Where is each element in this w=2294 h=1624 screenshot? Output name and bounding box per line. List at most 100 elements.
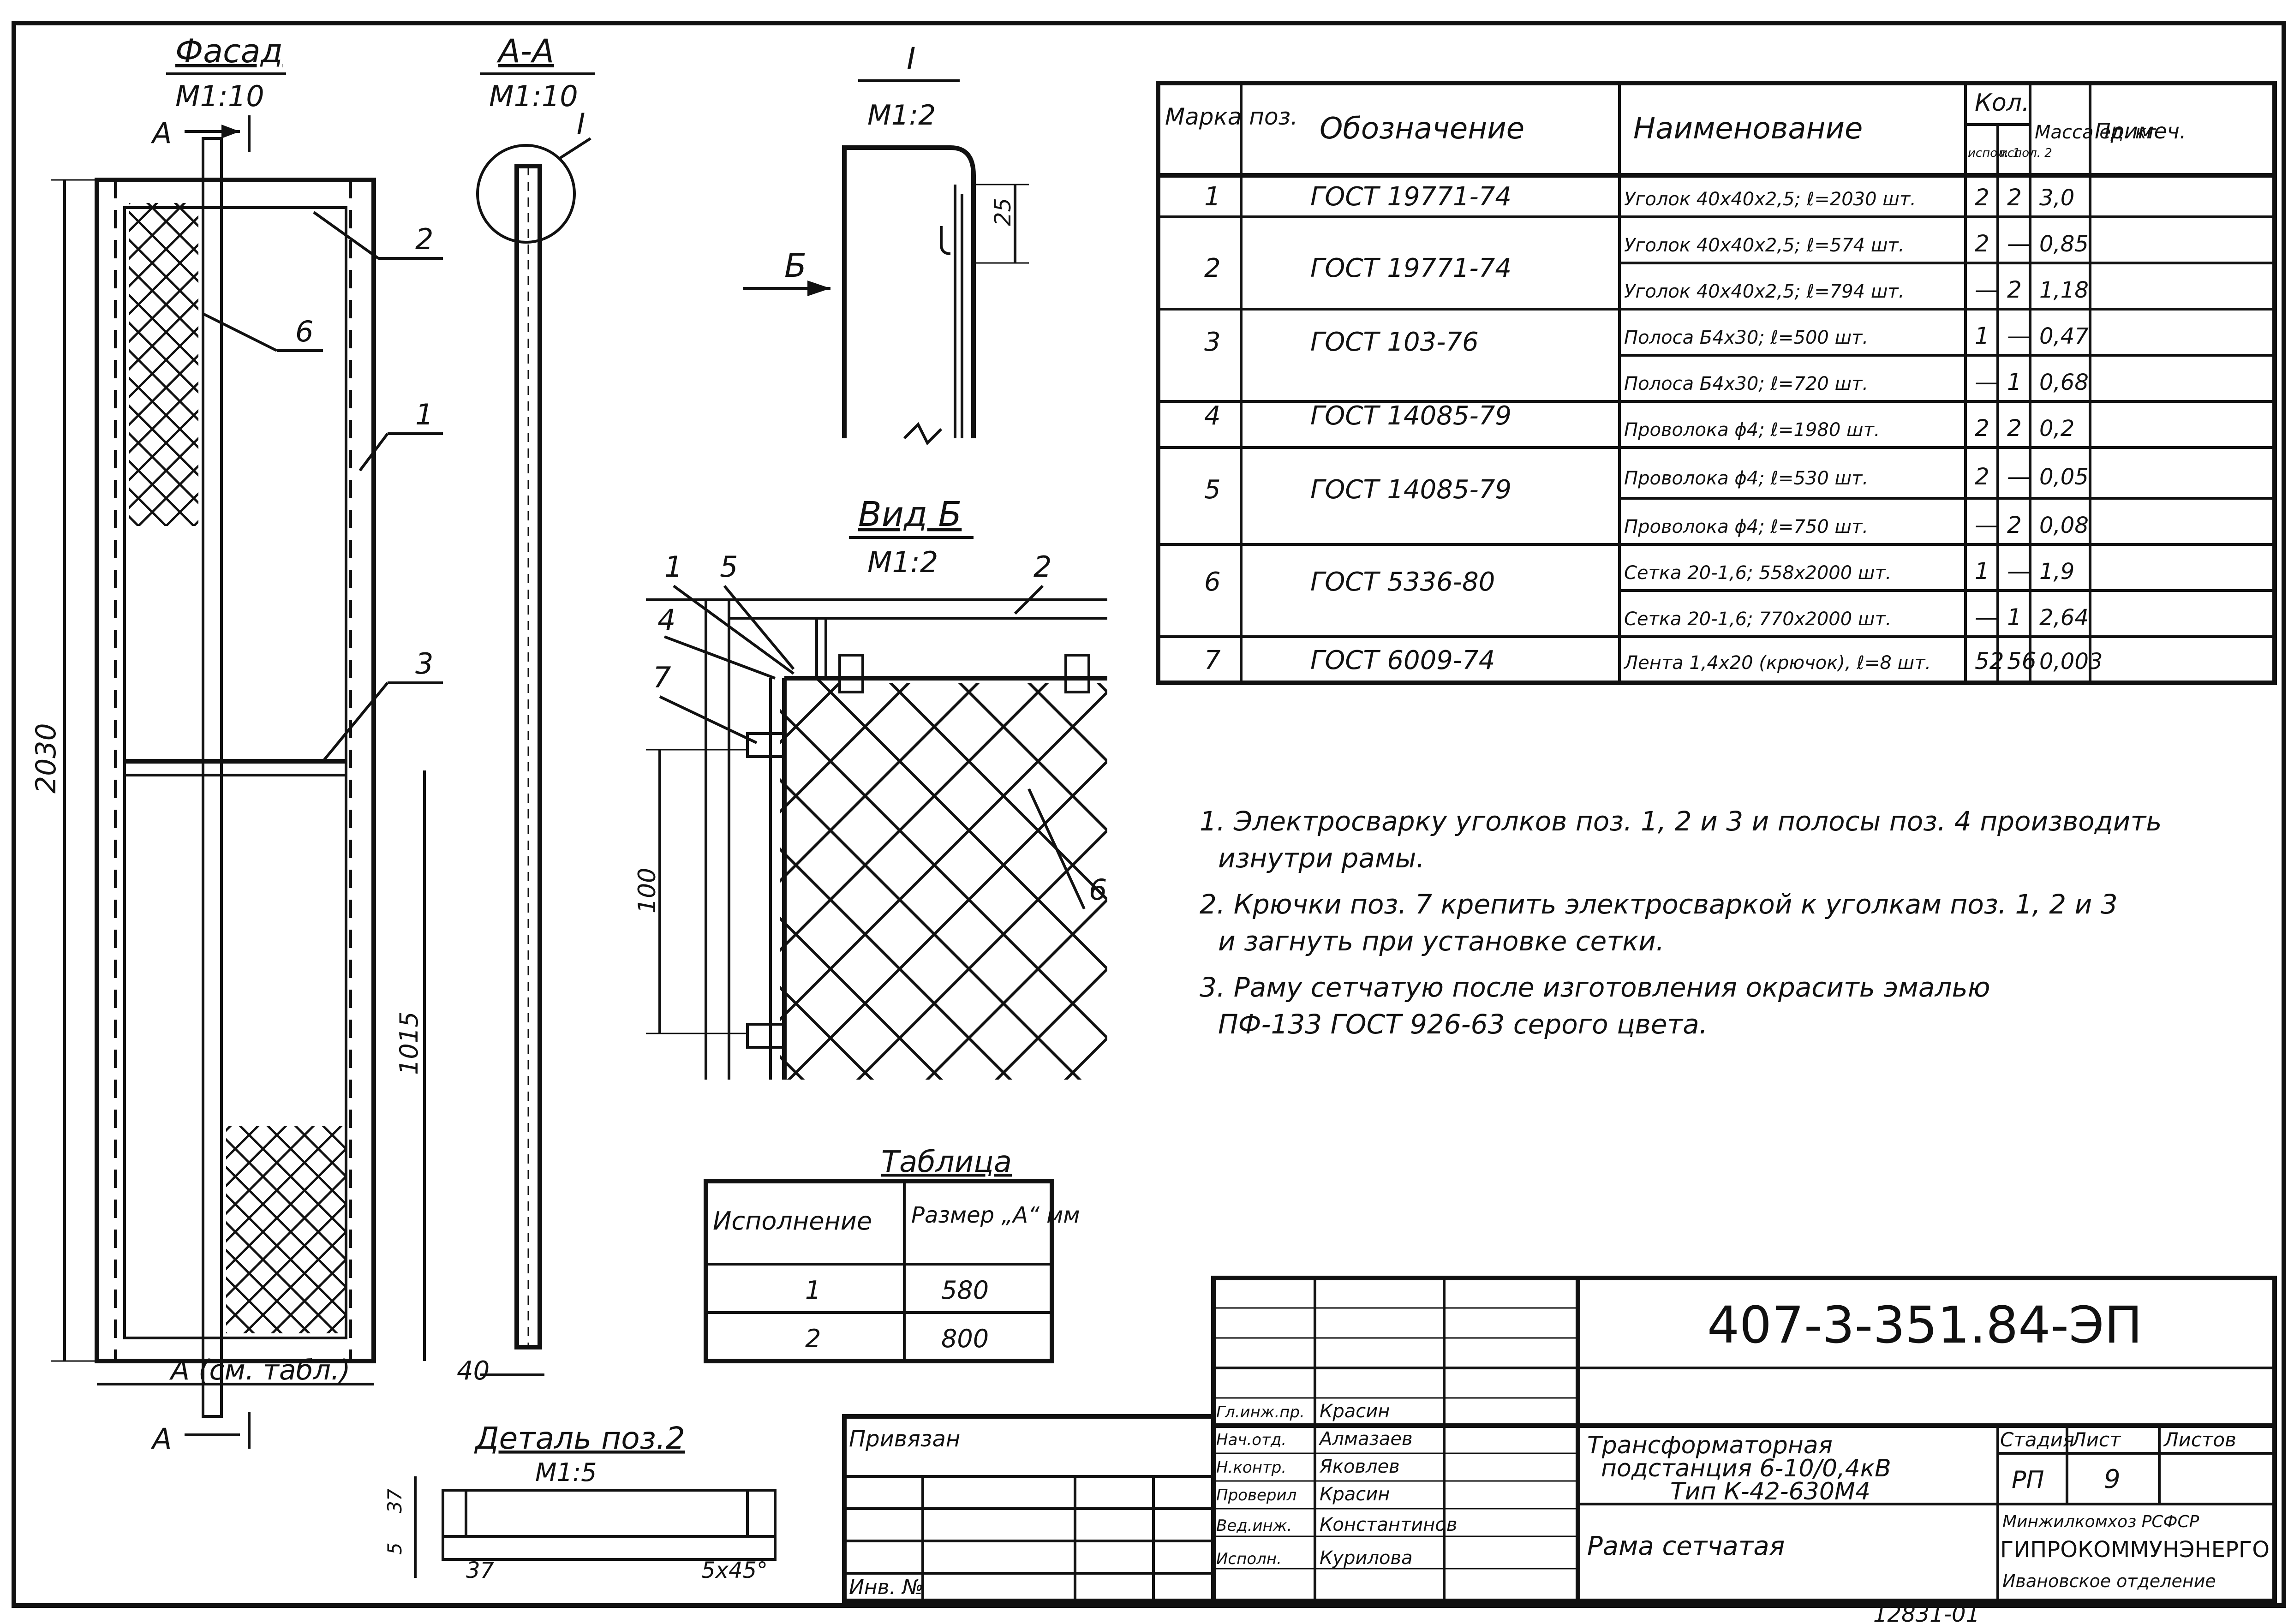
note-line: 2. Крючки поз. 7 крепить электросваркой …	[1200, 889, 2118, 920]
tb-name: Красин	[1320, 1484, 1390, 1505]
tb-bound: Привязан	[849, 1426, 960, 1452]
facade-mesh-bottom	[226, 1126, 346, 1333]
facade-scale: М1:10	[175, 79, 264, 113]
view-b-scale: М1:2	[867, 545, 938, 579]
tb-sheet-name: Рама сетчатая	[1587, 1531, 1785, 1561]
tb-role: Н.контр.	[1216, 1458, 1286, 1477]
tb-stage: РП	[2012, 1466, 2044, 1494]
note-line: 3. Раму сетчатую после изготовления окра…	[1200, 972, 1990, 1003]
section-aa-callout: I	[577, 107, 585, 141]
facade-section-mark-top: А	[150, 116, 172, 150]
facade-dim-width: А (см. табл.)	[169, 1354, 350, 1386]
facade-dim-height: 2030	[30, 723, 62, 794]
note-line: изнутри рамы.	[1218, 842, 1425, 874]
facade-frame	[95, 178, 376, 1363]
tb-name: Курилова	[1320, 1547, 1413, 1569]
spec-row-mass: 0,05	[2039, 464, 2089, 490]
view-b-pos6: 6	[1089, 873, 1107, 907]
spec-row-qty2: 1	[2007, 369, 2022, 395]
spec-row-qty1: —	[1975, 604, 1998, 631]
note-line: ПФ-133 ГОСТ 926-63 серого цвета.	[1218, 1009, 1708, 1040]
spec-row-mass: 0,47	[2039, 323, 2089, 349]
detail-pos2-dim-d: 5x45°	[701, 1558, 768, 1583]
spec-row-name: Уголок 40x40x2,5; ℓ=2030 шт.	[1624, 189, 1916, 210]
section-aa-view: А-А М1:10 I 40	[457, 32, 595, 1386]
spec-row-qty2: 2	[2007, 415, 2022, 442]
spec-header-qty2: испол. 2	[2000, 146, 2052, 160]
tb-name: Красин	[1320, 1401, 1390, 1422]
spec-row-qty1: —	[1975, 369, 1998, 395]
tb-stage-label: Стадия	[2000, 1428, 2074, 1451]
tb-role: Исполн.	[1216, 1550, 1282, 1568]
tb-project-3: Тип К-42-630М4	[1670, 1478, 1870, 1505]
spec-row-mark: 5	[1204, 475, 1221, 505]
tb-bottom-number: 12831-01	[1873, 1601, 1980, 1624]
spec-row-qty1: 2	[1975, 463, 1989, 490]
spec-row-designation: ГОСТ 14085-79	[1310, 401, 1511, 431]
spec-row-mass: 1,18	[2039, 277, 2089, 303]
size-table-title: Таблица	[881, 1145, 1012, 1179]
spec-row-designation: ГОСТ 103-76	[1310, 327, 1479, 357]
sheet-frame	[12, 21, 2286, 1608]
tb-project-2: подстанция 6-10/0,4кВ	[1601, 1455, 1891, 1482]
tb-name: Константинов	[1320, 1514, 1457, 1535]
view-b-pos2: 2	[1033, 550, 1051, 584]
spec-row-name: Проволока ϕ4; ℓ=750 шт.	[1624, 516, 1868, 537]
detail-i-dim: 25	[990, 198, 1016, 226]
facade-dim-mid: 1015	[394, 1012, 424, 1075]
facade-pos3: 3	[415, 647, 433, 681]
spec-row-name: Проволока ϕ4; ℓ=1980 шт.	[1624, 419, 1880, 441]
size-row2-size: 800	[941, 1324, 989, 1353]
spec-row-mass: 0,68	[2039, 370, 2089, 395]
view-b-pos4: 4	[657, 603, 675, 637]
spec-row-mass: 0,2	[2039, 416, 2074, 442]
spec-row-designation: ГОСТ 19771-74	[1310, 253, 1511, 283]
section-aa-scale: М1:10	[489, 79, 578, 113]
size-header-size: Размер „А“ мм	[911, 1202, 1080, 1228]
detail-i-title: I	[907, 41, 915, 77]
spec-row-qty1: —	[1975, 512, 1998, 538]
spec-row-qty1: 2	[1975, 415, 1989, 442]
spec-row-qty1: 1	[1975, 322, 1989, 349]
spec-row-mass: 0,85	[2039, 231, 2089, 257]
detail-i-scale: М1:2	[867, 99, 936, 131]
spec-header-designation: Обозначение	[1320, 112, 1524, 146]
facade-pos6: 6	[295, 315, 313, 348]
spec-row-qty2: —	[2007, 463, 2030, 490]
spec-row-name: Полоса Б4x30; ℓ=720 шт.	[1624, 373, 1868, 394]
detail-pos2-title: Деталь поз.2	[474, 1421, 685, 1456]
tb-sheets-label: Листов	[2163, 1428, 2236, 1451]
view-b: Вид Б М1:2 100 1 5 2 4 7 6	[633, 495, 1107, 1080]
spec-row-designation: ГОСТ 14085-79	[1310, 475, 1511, 505]
tb-org-3: Ивановское отделение	[2002, 1571, 2216, 1591]
size-row2-variant: 2	[805, 1324, 821, 1353]
spec-row-qty2: —	[2007, 322, 2030, 349]
spec-row-name: Уголок 40x40x2,5; ℓ=794 шт.	[1624, 281, 1904, 302]
spec-row-mass: 0,003	[2039, 649, 2103, 675]
detail-pos2-dim-b: 37	[383, 1488, 406, 1513]
spec-row-qty2: 2	[2007, 276, 2022, 303]
tb-name: Алмазаев	[1318, 1428, 1413, 1450]
spec-row-name: Уголок 40x40x2,5; ℓ=574 шт.	[1624, 235, 1904, 256]
view-b-pos5: 5	[720, 550, 738, 584]
section-aa-title: А-А	[496, 32, 554, 70]
tb-signers: Гл.инж.пр.КрасинНач.отд.АлмазаевН.контр.…	[1216, 1401, 1457, 1569]
spec-rows: 1 ГОСТ 19771-74 Уголок 40x40x2,5; ℓ=2030 ш…	[1204, 182, 2103, 675]
spec-row-qty2: 1	[2007, 604, 2022, 631]
spec-row-designation: ГОСТ 19771-74	[1310, 182, 1511, 212]
spec-row-qty1: 52	[1975, 648, 2004, 675]
spec-row-name: Сетка 20-1,6; 770x2000 шт.	[1624, 609, 1892, 630]
note-line: 1. Электросварку уголков поз. 1, 2 и 3 и…	[1200, 806, 2162, 837]
spec-row-mass: 1,9	[2039, 559, 2074, 585]
tb-sheet-label: Лист	[2071, 1428, 2121, 1451]
spec-row-qty2: —	[2007, 230, 2030, 257]
spec-row-mass: 2,64	[2039, 605, 2089, 631]
detail-pos2-dim-a: 5	[383, 1542, 406, 1555]
tb-role: Вед.инж.	[1216, 1517, 1292, 1535]
view-b-mesh	[826, 683, 1107, 1080]
tb-project-1: Трансформаторная	[1587, 1432, 1833, 1459]
tb-role: Нач.отд.	[1216, 1431, 1286, 1449]
spec-row-qty2: 2	[2007, 184, 2022, 211]
spec-row-mass: 0,08	[2039, 513, 2089, 538]
